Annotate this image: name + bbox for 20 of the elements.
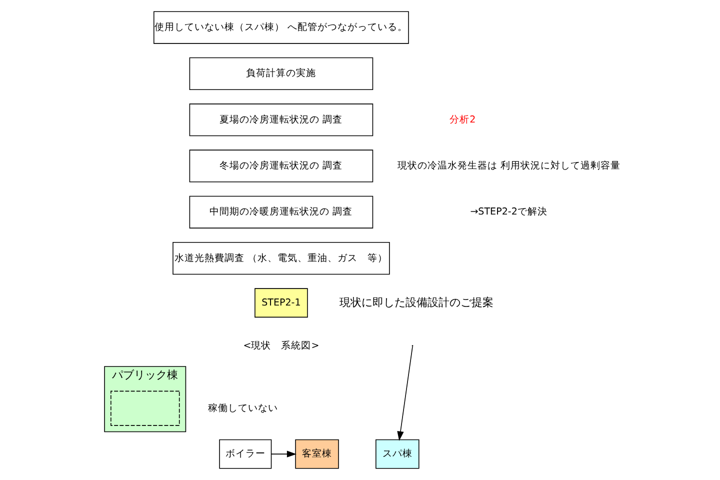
cluster: パブリック棟 bbox=[104, 366, 186, 432]
label: 現状に即した設備設計のご提案 bbox=[340, 296, 494, 309]
node-box: スパ棟 bbox=[376, 439, 420, 469]
node-label: 稼働していない bbox=[208, 402, 278, 414]
node-box: 負荷計算の実施 bbox=[189, 57, 374, 90]
label: 分析2 bbox=[450, 114, 476, 126]
label: →STEP2-2で解決 bbox=[470, 206, 548, 218]
node-box: 使用していない棟（スパ棟） へ配管がつながっている。 bbox=[154, 11, 409, 44]
label: <現状 系統図> bbox=[243, 340, 320, 352]
node-box: STEP2-1 bbox=[254, 288, 308, 318]
arrow bbox=[397, 346, 413, 441]
node-box: 中間期の冷暖房運転状況の 調査 bbox=[189, 196, 374, 228]
node-box bbox=[110, 390, 180, 426]
label: 現状の冷温水発生器は 利用状況に対して過剰容量 bbox=[397, 160, 620, 172]
node-box: 夏場の冷房運転状況の 調査 bbox=[189, 104, 374, 136]
node-box: 水道光熱費調査 （水、電気、重油、ガス 等） bbox=[172, 242, 390, 275]
node-box: ボイラー bbox=[219, 439, 272, 469]
node-box: 客室棟 bbox=[295, 439, 339, 469]
arrow bbox=[271, 450, 296, 458]
node-box: 冬場の冷房運転状況の 調査 bbox=[189, 150, 374, 182]
